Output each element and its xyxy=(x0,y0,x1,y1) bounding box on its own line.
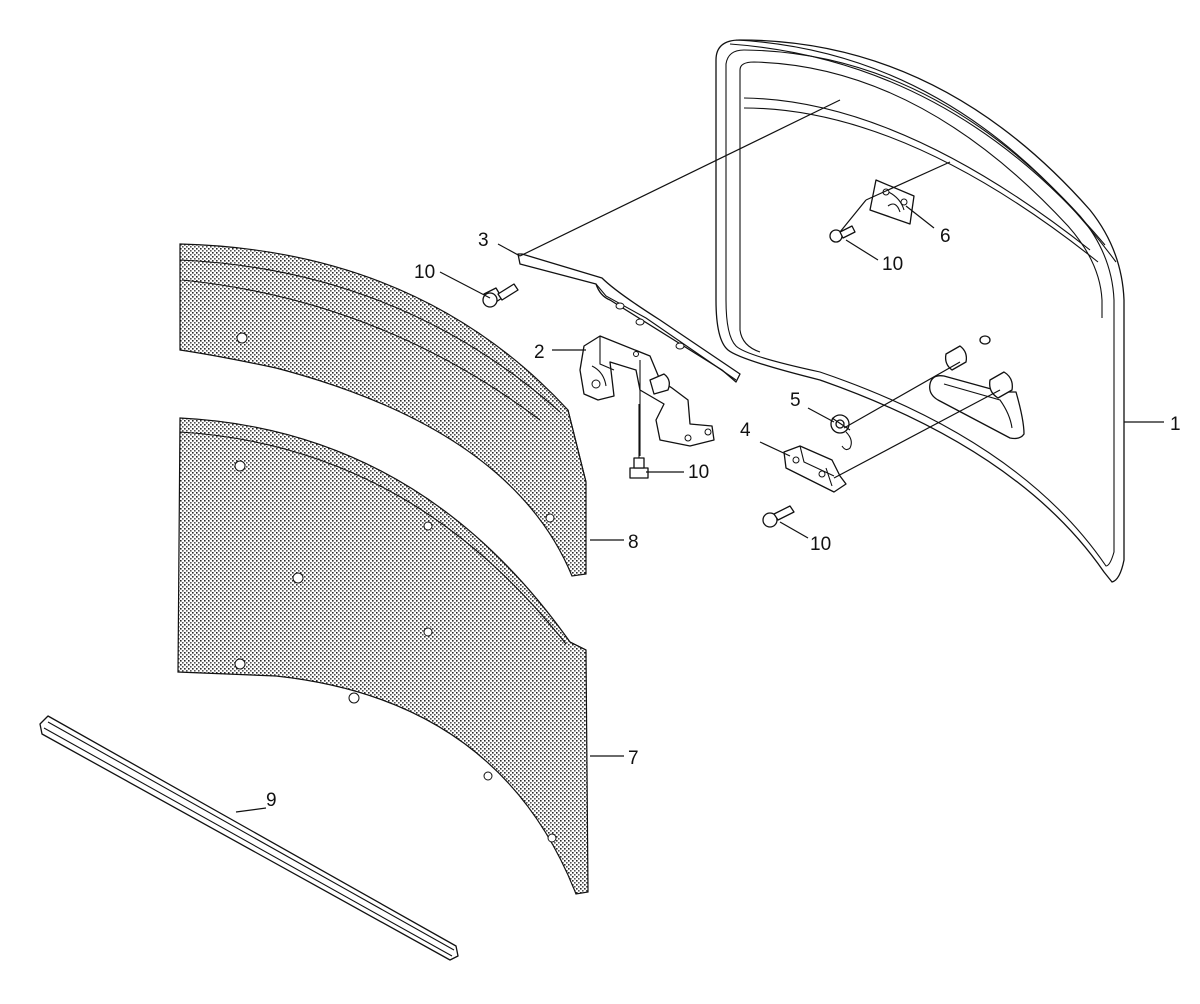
callout-10-a: 10 xyxy=(414,262,435,283)
callout-3: 3 xyxy=(478,230,489,251)
callout-2: 2 xyxy=(534,342,545,363)
callout-10-d: 10 xyxy=(810,534,831,555)
bolt-d xyxy=(762,505,795,528)
callout-9: 9 xyxy=(266,790,277,811)
bolt-b xyxy=(829,225,856,243)
callout-1: 1 xyxy=(1170,414,1181,435)
door-panel xyxy=(715,39,1125,583)
leader-lines xyxy=(235,99,1164,813)
hinge-bracket xyxy=(579,335,715,456)
callout-10-c: 10 xyxy=(688,462,709,483)
spring-cam xyxy=(830,414,852,451)
callout-7: 7 xyxy=(628,748,639,769)
bolt-a xyxy=(482,283,519,308)
hinge-strap xyxy=(517,253,741,383)
insulation-pad-lower xyxy=(177,417,589,895)
callout-5: 5 xyxy=(790,390,801,411)
callout-4: 4 xyxy=(740,420,751,441)
callout-6: 6 xyxy=(940,226,951,247)
callout-labels: 1 2 3 4 5 6 7 8 9 10 10 10 10 xyxy=(266,226,1181,811)
callout-10-b: 10 xyxy=(882,254,903,275)
callout-8: 8 xyxy=(628,532,639,553)
weatherstrip xyxy=(39,715,459,961)
latch xyxy=(783,445,847,493)
bolt-c xyxy=(629,404,649,479)
insulation-pad-upper xyxy=(179,243,587,577)
